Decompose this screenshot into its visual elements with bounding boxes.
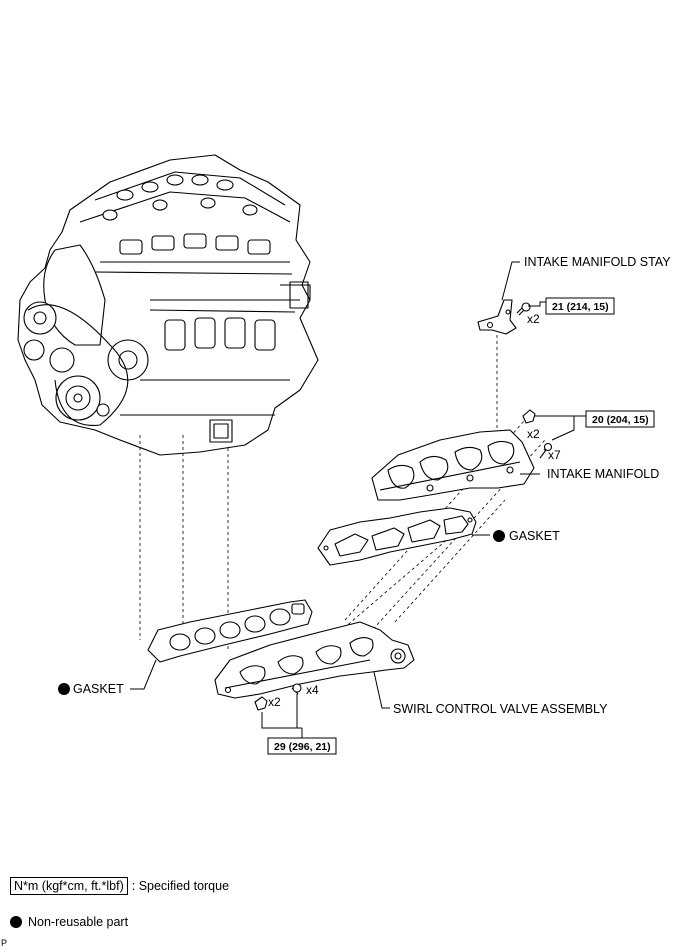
qty-manifold-nut: x2 bbox=[527, 427, 540, 441]
qty-stay-bolt: x2 bbox=[527, 312, 540, 326]
label-intake-manifold-stay: INTAKE MANIFOLD STAY bbox=[524, 255, 671, 269]
qty-swirl-nut: x2 bbox=[268, 695, 281, 709]
legend-torque-desc: : Specified torque bbox=[131, 879, 230, 893]
label-gasket-lower: GASKET bbox=[73, 682, 124, 696]
leader-lines bbox=[130, 261, 586, 738]
label-intake-manifold: INTAKE MANIFOLD bbox=[547, 467, 659, 481]
qty-swirl-bolt: x4 bbox=[306, 683, 319, 697]
qty-manifold-bolt: x7 bbox=[548, 448, 561, 462]
swirl-control-valve-part bbox=[214, 621, 415, 711]
torque-value-stay: 21 (214, 15) bbox=[552, 301, 609, 313]
upper-gasket-part bbox=[317, 507, 477, 566]
intake-manifold-stay-part bbox=[477, 299, 531, 335]
torque-box-stay: 21 (214, 15) bbox=[545, 297, 615, 315]
nonreusable-marker-icon bbox=[58, 683, 70, 695]
legend-nonreusable: Non-reusable part bbox=[10, 915, 128, 929]
legend-torque-unit: N*m (kgf*cm, ft.*lbf) bbox=[10, 877, 128, 895]
torque-value-manifold: 20 (204, 15) bbox=[592, 414, 649, 426]
legend-nonreusable-desc: Non-reusable part bbox=[28, 915, 129, 929]
nonreusable-marker-icon bbox=[493, 530, 505, 542]
intake-manifold-part bbox=[371, 409, 553, 501]
label-gasket-upper: GASKET bbox=[509, 529, 560, 543]
torque-value-swirl: 29 (296, 21) bbox=[274, 741, 331, 753]
torque-box-swirl: 29 (296, 21) bbox=[267, 737, 337, 755]
torque-box-manifold: 20 (204, 15) bbox=[585, 410, 655, 428]
nonreusable-dot-icon bbox=[10, 916, 22, 928]
lower-gasket-part bbox=[147, 599, 313, 663]
engine-assembly-drawing bbox=[17, 154, 319, 456]
legend-torque: N*m (kgf*cm, ft.*lbf): Specified torque bbox=[10, 877, 229, 895]
label-swirl-control-valve: SWIRL CONTROL VALVE ASSEMBLY bbox=[393, 702, 608, 716]
corner-mark: P bbox=[1, 938, 8, 948]
